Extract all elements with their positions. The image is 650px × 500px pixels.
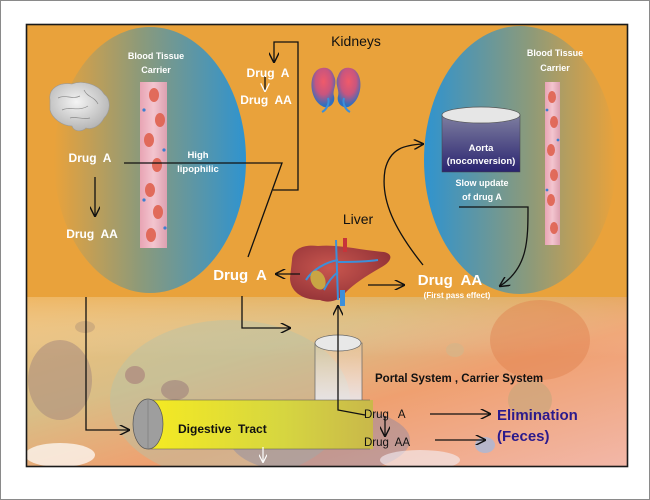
right-carrier-label-line1: Blood Tissue [527, 48, 583, 58]
kidneys-title: Kidneys [331, 33, 381, 49]
blood-vessel-left-icon [140, 82, 167, 248]
kidneys-icon [311, 67, 361, 113]
left-carrier-label-line2: Carrier [141, 65, 171, 75]
line-lipophilic [124, 162, 283, 258]
aorta-cylinder [441, 106, 521, 173]
arrow-portal-to-liver [338, 306, 366, 416]
liver-drug-a: Drug A [213, 267, 267, 284]
elimination-label-line1: Elimination [497, 407, 578, 424]
digestive-tract-tube [132, 398, 373, 450]
kidney-drug-aa: Drug AA [240, 93, 292, 107]
first-pass-effect-label: (First pass effect) [424, 291, 491, 300]
kidney-drug-a: Drug A [247, 66, 290, 80]
arrow-drug-aa-to-aorta [383, 144, 423, 266]
left-drug-aa: Drug AA [66, 227, 118, 241]
portal-system-label: Portal System , Carrier System [375, 373, 543, 385]
liver-drug-aa: Drug AA [418, 272, 483, 289]
digestive-tract-label: Digestive Tract [178, 422, 267, 436]
aorta-label-line1: Aorta [469, 143, 495, 154]
left-carrier-label-line1: Blood Tissue [128, 51, 184, 61]
blood-vessel-right-icon [545, 82, 560, 245]
liver-icon [290, 238, 391, 306]
flow-arrows [85, 41, 529, 462]
lipophilic-label-line2: lipophilic [177, 164, 219, 175]
right-carrier-label-line2: Carrier [540, 63, 570, 73]
left-drug-a: Drug A [69, 151, 112, 165]
brain-icon [49, 82, 110, 132]
arrow-slow-update-to-drug-aa [459, 206, 529, 286]
portal-drug-aa: Drug AA [364, 437, 410, 449]
arrow-to-digestive-tract [85, 297, 129, 430]
portal-drug-a: Drug A [364, 409, 406, 421]
slow-update-line2: of drug A [462, 192, 502, 202]
lipophilic-label-line1: High [187, 150, 208, 161]
aorta-label-line2: (noconversion) [447, 156, 516, 167]
arrow-to-kidney-drug [273, 41, 299, 191]
slow-update-line1: Slow update [455, 178, 508, 188]
panel-border [25, 23, 629, 468]
elimination-label-line2: (Feces) [497, 428, 550, 445]
liver-title: Liver [343, 211, 374, 227]
arrow-drug-a-to-portal [241, 296, 290, 328]
